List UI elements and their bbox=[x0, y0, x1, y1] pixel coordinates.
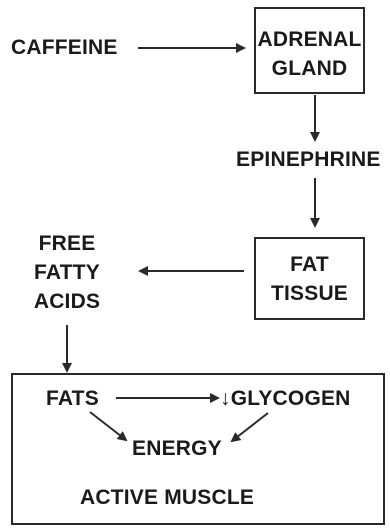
fat-tissue-line-2: TISSUE bbox=[270, 282, 349, 305]
active-muscle-box bbox=[11, 373, 385, 525]
fats-label: FATS bbox=[46, 387, 99, 410]
energy-label: ENERGY bbox=[132, 437, 222, 460]
adrenal-gland-line-1: ADRENAL bbox=[257, 28, 362, 51]
epinephrine-label: EPINEPHRINE bbox=[236, 148, 381, 171]
free-fatty-acids-line-3: ACIDS bbox=[33, 290, 101, 313]
arrow-fats-to-energy bbox=[89, 411, 128, 442]
adrenal-gland-line-2: GLAND bbox=[271, 57, 348, 80]
fat-tissue-box: FAT TISSUE bbox=[254, 237, 365, 320]
adrenal-gland-box: ADRENAL GLAND bbox=[254, 7, 365, 94]
free-fatty-acids-line-2: FATTY bbox=[34, 261, 100, 284]
fat-tissue-line-1: FAT bbox=[290, 253, 329, 276]
caffeine-label: CAFFEINE bbox=[11, 36, 118, 59]
glycogen-label: ↓GLYCOGEN bbox=[220, 387, 351, 410]
free-fatty-acids-line-1: FREE bbox=[38, 232, 96, 255]
active-muscle-label: ACTIVE MUSCLE bbox=[80, 486, 255, 509]
arrow-glycogen-to-energy bbox=[230, 412, 269, 443]
